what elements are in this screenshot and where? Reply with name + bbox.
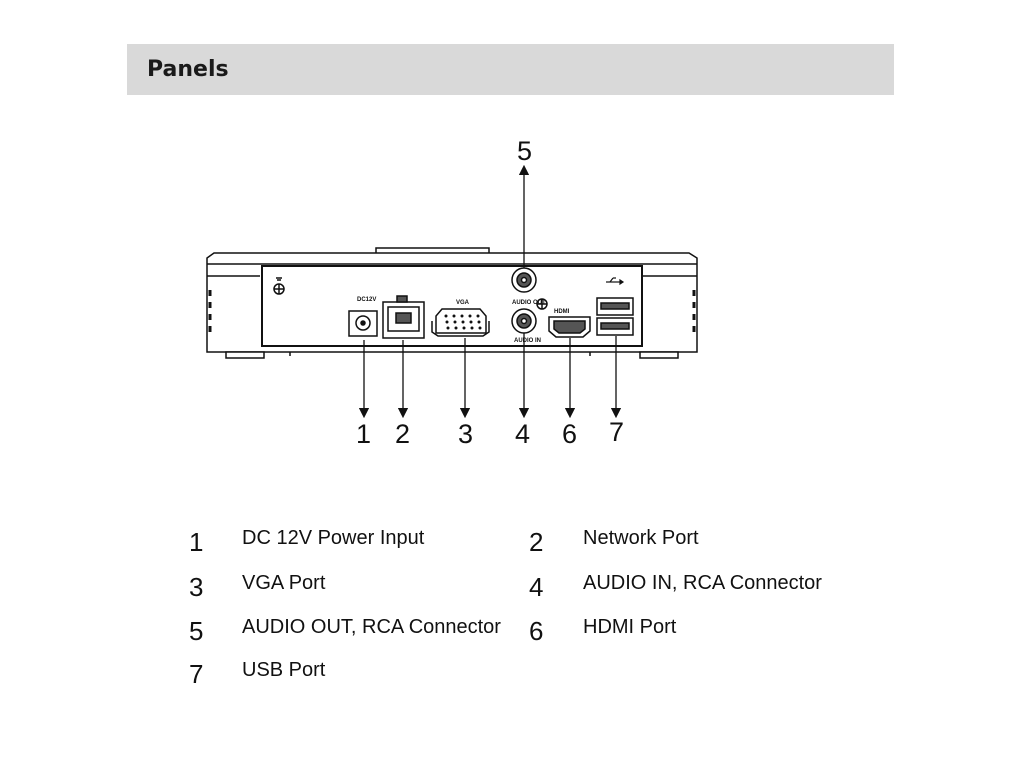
rear-panel-diagram: DC12V VGA AUDIO OUT AUDIO IN HDMI: [206, 136, 698, 449]
legend-label-1: DC 12V Power Input: [242, 527, 425, 549]
legend-label-3: VGA Port: [242, 572, 326, 594]
callout-2: 2: [395, 419, 410, 449]
legend-number-2: 2: [529, 527, 544, 557]
grounding-icon: [536, 298, 548, 310]
legend-label-2: Network Port: [583, 527, 699, 549]
usb-ports: [596, 297, 634, 336]
legend-number-5: 5: [189, 616, 204, 646]
network-port: [382, 295, 425, 339]
audio-in-marking: AUDIO IN: [514, 338, 541, 344]
hdmi-port-marking: HDMI: [554, 309, 570, 315]
legend-number-3: 3: [189, 572, 204, 602]
legend-label-4: AUDIO IN, RCA Connector: [583, 572, 822, 594]
callout-6: 6: [562, 419, 577, 449]
leader-lines: [358, 164, 622, 419]
callout-5: 5: [517, 136, 532, 166]
callout-3: 3: [458, 419, 473, 449]
vga-port: [431, 308, 490, 337]
vga-port-marking: VGA: [456, 300, 470, 306]
callout-7: 7: [609, 417, 624, 447]
usb-icon: [606, 277, 625, 286]
audio-in-port: [511, 308, 537, 334]
power-port-marking: DC12V: [357, 297, 376, 303]
callout-1: 1: [356, 419, 371, 449]
legend-label-6: HDMI Port: [583, 616, 677, 638]
legend-number-7: 7: [189, 659, 204, 689]
section-title: Panels: [147, 57, 229, 82]
hdmi-port: [548, 316, 591, 338]
power-port: [348, 310, 378, 337]
legend-number-1: 1: [189, 527, 204, 557]
legend-number-4: 4: [529, 572, 544, 602]
legend-number-6: 6: [529, 616, 544, 646]
audio-out-marking: AUDIO OUT: [512, 300, 546, 306]
legend-label-5: AUDIO OUT, RCA Connector: [242, 616, 501, 638]
legend-label-7: USB Port: [242, 659, 326, 681]
callout-4: 4: [515, 419, 530, 449]
section-header: Panels: [127, 44, 894, 95]
